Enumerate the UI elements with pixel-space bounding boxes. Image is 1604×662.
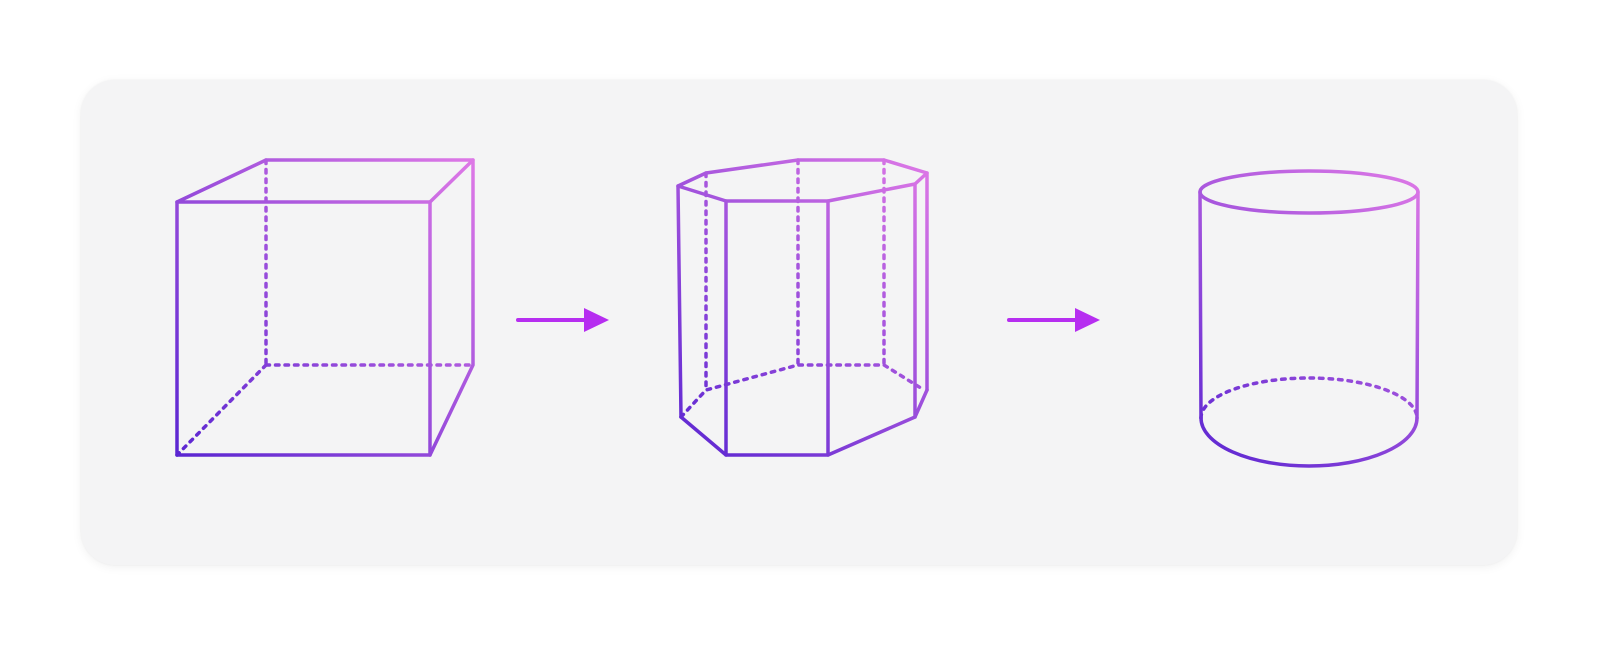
arrow-prism-to-cylinder [1007,308,1100,332]
arrow-cube-to-prism [516,308,609,332]
cube-shape [175,158,475,457]
cube-hidden-edges [175,158,475,457]
cylinder-visible-edges [1198,169,1420,468]
prism-hidden-edges [679,158,926,419]
cube-visible-edges [175,158,475,457]
cylinder-hidden-base [1199,376,1419,420]
cylinder-shape [1198,169,1420,468]
prism-visible-edges [676,158,929,457]
octagonal-prism-shape [676,158,929,457]
